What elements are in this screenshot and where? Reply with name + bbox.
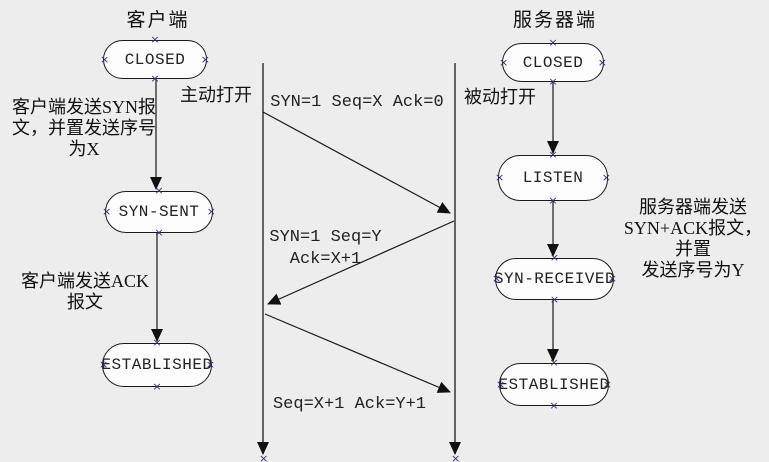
server-state-syn-received[interactable]: SYN-RECEIVED ×××× [492, 252, 617, 305]
connection-point-marker: × [601, 171, 611, 184]
state-label: CLOSED [124, 50, 186, 69]
client-state-syn-sent[interactable]: SYN-SENT × × × × [102, 185, 216, 238]
state-label: CLOSED [522, 53, 584, 72]
syn-message-label: SYN=1 Seq=X Ack=0 [270, 93, 444, 112]
connection-point-marker: × [150, 72, 160, 85]
server-state-closed[interactable]: CLOSED × × × × [499, 37, 607, 87]
active-open-label: 主动打开 [180, 85, 252, 105]
passive-open-label: 被动打开 [464, 87, 536, 107]
connection-point-marker: × [597, 55, 607, 69]
state-label: ESTABLISHED [101, 356, 213, 374]
connection-point-marker: × [548, 148, 558, 161]
state-label: LISTEN [522, 169, 584, 187]
connection-point-marker: × [549, 399, 559, 412]
server-state-established[interactable]: ESTABLISHED ×××× [496, 357, 612, 411]
synack-message-label: SYN=1 Seq=Y Ack=X+1 [269, 228, 382, 269]
connection-point-marker: × [152, 336, 162, 349]
connection-point-marker: × [154, 184, 164, 197]
ack-message-arrow [264, 313, 451, 393]
connection-point-marker: × [549, 293, 560, 306]
connection-point-marker: × [549, 356, 559, 369]
connection-point-marker: × [548, 75, 558, 88]
connection-point-marker: × [102, 205, 112, 218]
connection-point-marker: × [451, 452, 461, 462]
syn-message-arrow [262, 111, 451, 214]
connection-point-marker: × [100, 52, 110, 66]
connection-point-marker: × [549, 251, 560, 264]
server-state-listen[interactable]: LISTEN × × × × [495, 149, 611, 206]
ack-message-label: Seq=X+1 Ack=Y+1 [272, 395, 427, 414]
connection-point-marker: × [499, 55, 509, 69]
connection-point-marker: × [495, 171, 505, 184]
connection-point-marker: × [200, 52, 210, 66]
client-ack-annotation: 客户端发送ACK 报文 [20, 271, 149, 312]
state-label: ESTABLISHED [498, 375, 610, 394]
client-state-established[interactable]: ESTABLISHED ×××× [99, 337, 215, 392]
server-synack-annotation: 服务器端发送 SYN+ACK报文，并置 发送序号为Y [623, 197, 763, 280]
connection-point-marker: × [152, 380, 162, 393]
connection-point-marker: × [154, 226, 164, 239]
connection-point-marker: × [548, 194, 558, 207]
state-label: SYN-SENT [118, 203, 200, 221]
state-label: SYN-RECEIVED [493, 270, 616, 288]
connection-point-marker: × [259, 452, 269, 462]
server-column-title: 服务器端 [512, 10, 597, 31]
client-state-closed[interactable]: CLOSED × × × × [100, 34, 210, 84]
client-column-title: 客户端 [126, 10, 190, 31]
connection-point-marker: × [548, 36, 558, 49]
client-syn-annotation: 客户端发送SYN报 文，并置发送序号 为X [11, 97, 156, 159]
connection-point-marker: × [150, 33, 160, 46]
connection-point-marker: × [206, 205, 216, 218]
